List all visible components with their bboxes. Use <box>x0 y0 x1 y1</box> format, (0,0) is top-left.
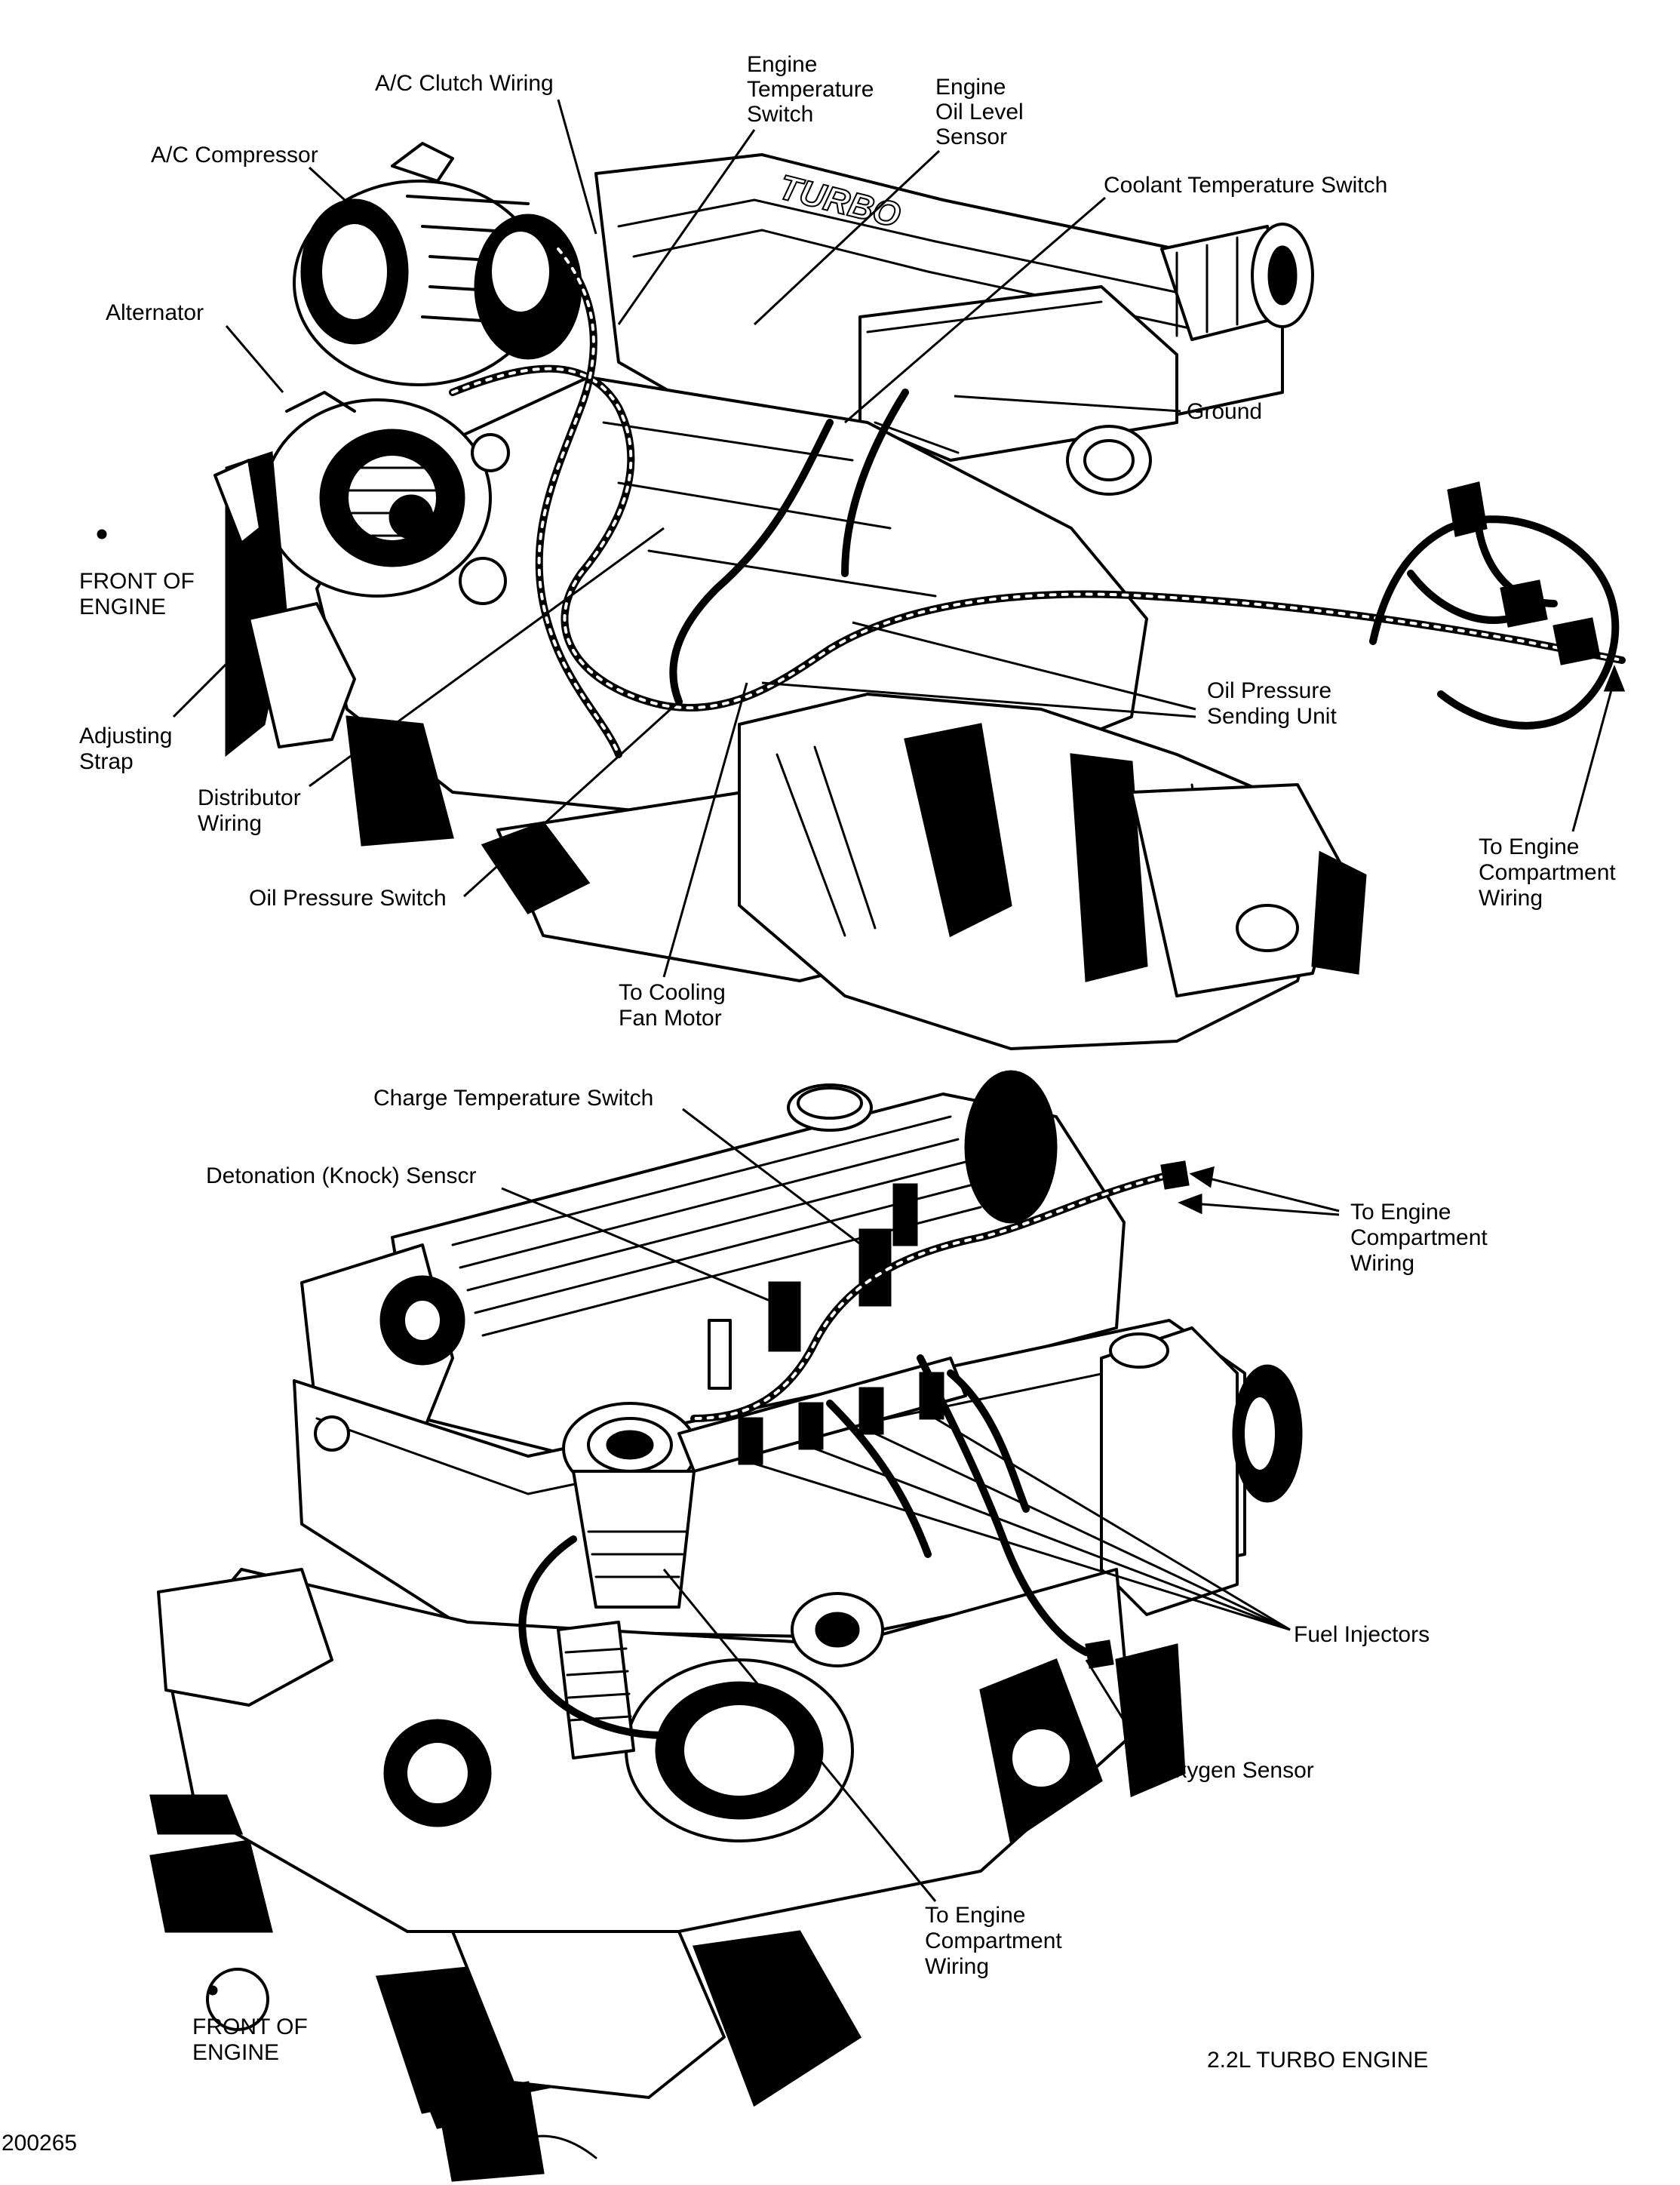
leader-oil-pressure-sending-unit-a <box>852 621 1196 711</box>
label-oil-level-sensor-2: Oil Level <box>935 100 1024 124</box>
leader-to-engine-compartment-b2 <box>662 1569 937 1902</box>
leader-alternator <box>225 325 284 393</box>
label-engine-temp-switch-1: Engine <box>747 52 817 77</box>
leader-to-engine-compartment-b-a <box>1202 1175 1340 1212</box>
label-to-engine-compartment-top-3: Wiring <box>1479 886 1543 911</box>
knock-sensor-shape <box>768 1281 801 1352</box>
bottom-labels: Charge Temperature Switch Detonation (Kn… <box>192 1086 1488 2065</box>
leader-oxygen-sensor <box>1085 1659 1156 1770</box>
leader-oil-level-sensor <box>753 149 941 326</box>
leader-oil-pressure-switch <box>462 700 680 898</box>
label-to-engine-compartment-top-1: To Engine <box>1479 834 1579 859</box>
leader-fuel-injector-1 <box>754 1462 1291 1631</box>
leader-distributor-wiring <box>309 527 665 788</box>
label-to-engine-compartment-b-1: To Engine <box>1350 1200 1451 1225</box>
leader-ac-clutch-wiring <box>557 99 597 235</box>
label-to-cooling-fan-2: Fan Motor <box>619 1006 722 1031</box>
arrow-to-engine-compartment-top <box>1603 664 1626 692</box>
label-distributor-wiring-1: Distributor <box>198 785 301 810</box>
top-wiring-harness <box>449 245 1626 758</box>
label-detonation-sensor: Detonation (Knock) Senscr <box>206 1163 477 1188</box>
front-marker-top <box>97 529 107 539</box>
top-engine-illustration: TURBO <box>213 142 1626 1050</box>
label-oil-pressure-switch: Oil Pressure Switch <box>249 886 447 911</box>
leader-to-cooling-fan <box>662 682 748 978</box>
label-to-engine-compartment-b2-1: To Engine <box>925 1903 1025 1928</box>
label-to-engine-compartment-top-2: Compartment <box>1479 860 1616 885</box>
arrow-to-engine-compartment-b-b <box>1178 1193 1202 1215</box>
label-ac-compressor: A/C Compressor <box>151 143 318 167</box>
leader-fuel-injector-3 <box>874 1432 1291 1631</box>
ac-compressor-shape <box>293 142 582 386</box>
label-distributor-wiring-2: Wiring <box>198 811 262 836</box>
label-fuel-injectors: Fuel Injectors <box>1294 1622 1430 1647</box>
label-to-engine-compartment-b2-2: Compartment <box>925 1928 1062 1953</box>
label-oil-level-sensor-1: Engine <box>935 75 1006 100</box>
label-engine-temp-switch-2: Temperature <box>747 77 874 102</box>
label-to-engine-compartment-b-3: Wiring <box>1350 1251 1414 1276</box>
leader-to-engine-compartment-b-b <box>1191 1202 1340 1216</box>
label-front-of-engine-bottom-2: ENGINE <box>192 2040 279 2065</box>
leader-ac-compressor <box>308 166 375 228</box>
label-oil-pressure-sending-unit-1: Oil Pressure <box>1207 678 1331 703</box>
leader-charge-temp-switch <box>682 1108 872 1254</box>
bottom-wiring-harness <box>518 1160 1190 1739</box>
leader-detonation-sensor <box>501 1187 782 1307</box>
label-front-of-engine-bottom-1: FRONT OF <box>192 2014 308 2039</box>
label-oil-level-sensor-3: Sensor <box>935 124 1007 149</box>
bottom-engine-illustration <box>149 1070 1303 2182</box>
label-oxygen-sensor: Oxygen Sensor <box>1158 1758 1314 1783</box>
label-charge-temp-switch: Charge Temperature Switch <box>373 1086 653 1111</box>
front-marker-bottom <box>207 1985 218 1996</box>
leader-oil-pressure-sending-unit-b <box>761 681 1196 718</box>
figure-id: 200265 <box>2 2131 77 2156</box>
figure-caption: 2.2L TURBO ENGINE <box>1207 2048 1428 2073</box>
turbo-housing-shape <box>738 693 1367 1050</box>
leader-to-engine-compartment-top <box>1571 678 1616 832</box>
label-ac-clutch-wiring: A/C Clutch Wiring <box>375 71 554 96</box>
label-ground: Ground <box>1187 399 1262 424</box>
label-oil-pressure-sending-unit-2: Sending Unit <box>1207 704 1337 729</box>
label-adjusting-strap-2: Strap <box>79 749 134 774</box>
leader-fuel-injector-4 <box>935 1417 1291 1631</box>
label-front-of-engine-top-1: FRONT OF <box>79 569 195 594</box>
label-to-engine-compartment-b-2: Compartment <box>1350 1225 1488 1250</box>
leader-adjusting-strap <box>172 662 228 718</box>
label-to-engine-compartment-b2-3: Wiring <box>925 1954 989 1979</box>
top-labels: A/C Clutch Wiring A/C Compressor Engine … <box>79 52 1626 1031</box>
label-engine-temp-switch-3: Switch <box>747 102 813 127</box>
label-to-cooling-fan-1: To Cooling <box>619 980 726 1005</box>
label-alternator: Alternator <box>106 300 204 325</box>
leader-fuel-injector-2 <box>814 1447 1291 1631</box>
label-front-of-engine-top-2: ENGINE <box>79 595 166 619</box>
label-adjusting-strap-1: Adjusting <box>79 724 172 748</box>
label-coolant-temp-switch: Coolant Temperature Switch <box>1104 173 1387 198</box>
alternator-shape <box>263 391 492 598</box>
arrow-to-engine-compartment-b-a <box>1189 1166 1215 1188</box>
leader-coolant-temp-switch <box>844 196 1106 424</box>
leader-ground <box>954 395 1181 413</box>
leader-engine-temp-switch <box>617 129 756 325</box>
